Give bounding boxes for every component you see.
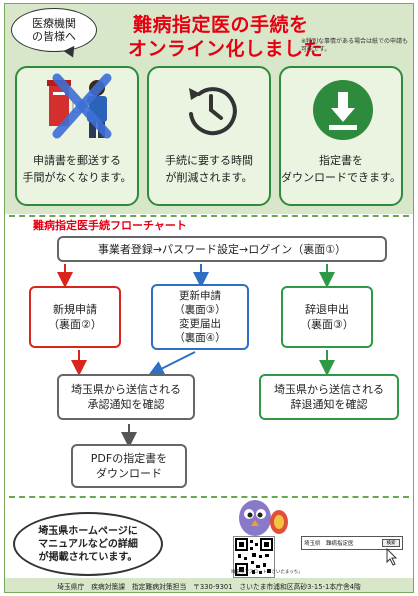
renewal-line2: （裏面③） [174,304,226,316]
search-query: 埼玉県 難病指定医 [304,541,354,547]
register-step-box: 事業者登録→パスワード設定→ログイン（裏面①） [57,236,387,262]
withdraw-notice-line2: 辞退通知を確認 [290,398,368,411]
benefit-card-mail: 申請書を郵送する 手間がなくなります。 [15,66,139,206]
withdraw-line1: 辞退申出 [305,303,349,316]
approval-line1: 埼玉県から送信される [71,383,181,396]
hp-line1: 埼玉県ホームページに [38,525,138,537]
bubble-line2: の皆様へ [32,30,76,43]
footer-text: 埼玉県庁 疾病対策課 指定難病対策担当 〒330-9301 さいたま市浦和区高砂… [57,582,361,591]
withdraw-box: 辞退申出 （裏面③） [281,286,373,348]
flyer-page: 医療機関 の皆様へ 難病指定医の手続を オンライン化しました ※特別な事情がある… [4,3,414,593]
pdf-download-box: PDFの指定書を ダウンロード [71,444,187,488]
flowchart-title: 難病指定医手続フローチャート [33,219,187,232]
new-app-line1: 新規申請 [53,303,97,316]
benefit-2-line2: が削減されます。 [165,171,253,184]
benefit-2-line1: 手続に要する時間 [165,154,253,167]
post-mailbox-crossed-icon [17,72,137,144]
main-title-line2: オンライン化しました [128,38,324,60]
mascot-icon [239,500,288,536]
renewal-line1: 更新申請 [179,290,221,302]
mascot-caption: 埼玉県マスコット「さいたまっち」 [231,570,303,575]
renewal-line3: 変更届出 [179,318,221,330]
homepage-info-bubble: 埼玉県ホームページに マニュアルなどの詳細 が掲載されています。 [13,512,163,576]
flow-arrows [57,264,335,448]
renewal-change-box: 更新申請 （裏面③） 変更届出 （裏面④） [151,284,249,350]
main-title-line1: 難病指定医の手続を [133,14,309,36]
audience-bubble: 医療機関 の皆様へ [11,8,97,52]
download-icon [281,72,401,144]
renewal-line4: （裏面④） [174,332,226,344]
search-button[interactable]: 検索 [382,539,400,547]
cursor-pointer-icon [386,548,398,566]
hp-line2: マニュアルなどの詳細 [38,538,138,550]
benefit-3-line2: ダウンロードできます。 [281,171,401,184]
benefit-card-time: 手続に要する時間 が削減されます。 [147,66,271,206]
withdraw-notice-box: 埼玉県から送信される 辞退通知を確認 [259,374,399,420]
register-step-text: 事業者登録→パスワード設定→ログイン（裏面①） [97,242,347,256]
benefit-3-line1: 指定書を [319,154,363,167]
approval-line2: 承認通知を確認 [87,398,165,411]
withdraw-notice-line1: 埼玉県から送信される [274,383,384,396]
benefit-1-line1: 申請書を郵送する [33,154,121,167]
paper-note: ※特別な事情がある場合は紙での申請も可能です。 [301,38,409,53]
approval-notice-box: 埼玉県から送信される 承認通知を確認 [57,374,195,420]
bubble-line1: 医療機関 [32,17,76,30]
new-app-line2: （裏面②） [48,318,102,331]
qr-code[interactable] [233,536,275,578]
search-box[interactable]: 埼玉県 難病指定医 検索 [301,536,403,550]
pdf-line2: ダウンロード [96,467,162,480]
benefit-1-line2: 手間がなくなります。 [22,171,132,184]
footer-contact: 埼玉県庁 疾病対策課 指定難病対策担当 〒330-9301 さいたま市浦和区高砂… [5,578,413,592]
withdraw-line2: （裏面③） [300,318,354,331]
new-application-box: 新規申請 （裏面②） [29,286,121,348]
section-divider [9,215,409,217]
hp-line3: が掲載されています。 [38,551,138,563]
section-divider-bottom [9,496,409,498]
pdf-line1: PDFの指定書を [90,452,168,465]
benefit-card-download: 指定書を ダウンロードできます。 [279,66,403,206]
clock-history-icon [149,72,269,144]
